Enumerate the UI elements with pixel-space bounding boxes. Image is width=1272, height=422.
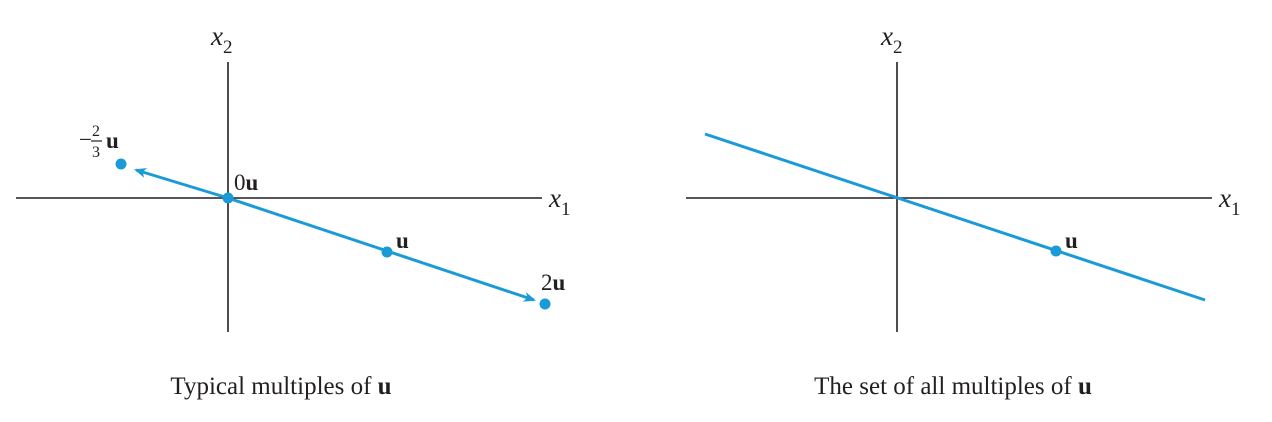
label-neg-two-thirds-u: − 2 3 u (79, 123, 119, 161)
label-zero-u: 0u (234, 170, 259, 195)
multiples-line (704, 132, 1206, 302)
svg-text:−: − (79, 127, 92, 152)
right-caption: The set of all multiples of u (814, 373, 1092, 400)
vector-two-u (227, 196, 536, 302)
left-x2-axis-label: x2 (210, 21, 232, 58)
right-point-u (1050, 245, 1062, 257)
label-u: u (396, 228, 409, 253)
right-label-u: u (1065, 228, 1078, 253)
svg-text:u: u (106, 128, 119, 153)
left-panel: x1 x2 − 2 3 u 0u u 2u Typical multiples … (16, 21, 570, 400)
point-zero-u (222, 192, 234, 204)
svg-text:3: 3 (92, 144, 100, 161)
label-two-u: 2u (541, 270, 566, 295)
right-panel: x1 x2 u The set of all multiples of u (686, 21, 1240, 400)
left-caption: Typical multiples of u (170, 373, 391, 400)
svg-text:2: 2 (92, 123, 100, 140)
point-u (381, 246, 393, 258)
right-x1-axis-label: x1 (1218, 183, 1240, 220)
right-x2-axis-label: x2 (880, 21, 902, 58)
point-two-u (539, 298, 551, 310)
vector-neg-two-thirds-u (134, 168, 229, 200)
point-neg-two-thirds-u (115, 158, 127, 170)
left-x1-axis-label: x1 (548, 183, 570, 220)
